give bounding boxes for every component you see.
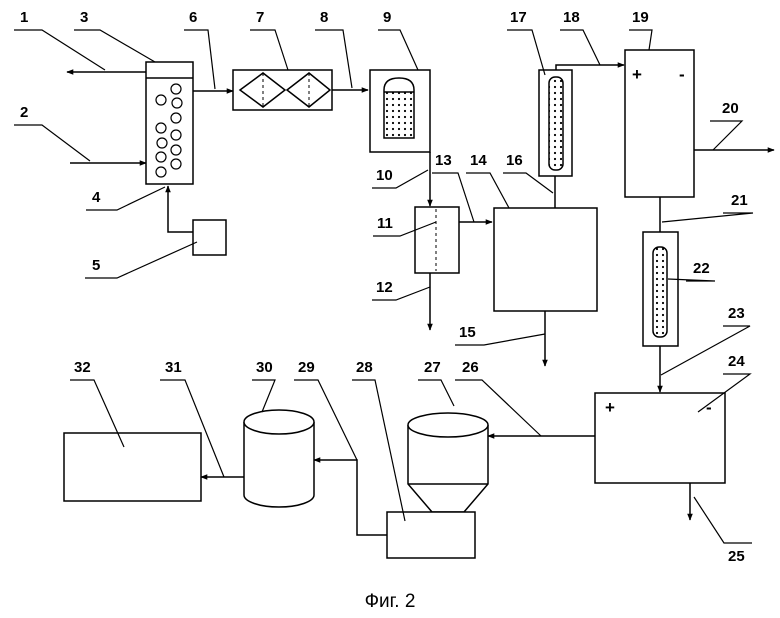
figure-caption: Фиг. 2 <box>365 591 416 612</box>
label-18: 18 <box>563 9 580 26</box>
label-5: 5 <box>92 257 100 274</box>
block-22-tube <box>643 232 678 346</box>
line-29-arrow <box>314 460 387 535</box>
block-24-minus-sign: - <box>706 398 712 417</box>
block-11 <box>415 207 459 273</box>
label-29: 29 <box>298 359 315 376</box>
label-8: 8 <box>320 9 328 26</box>
label-28: 28 <box>356 359 373 376</box>
label-32: 32 <box>74 359 91 376</box>
block-27-hopper <box>408 413 488 512</box>
block-32 <box>64 433 201 501</box>
label-14: 14 <box>470 152 487 169</box>
label-7: 7 <box>256 9 264 26</box>
label-9: 9 <box>383 9 391 26</box>
line-4-arrow <box>168 186 193 232</box>
block-28 <box>387 512 475 558</box>
block-9-vessel <box>370 70 430 152</box>
label-26: 26 <box>462 359 479 376</box>
label-20: 20 <box>722 100 739 117</box>
label-25: 25 <box>728 548 745 565</box>
label-2: 2 <box>20 104 28 121</box>
label-23: 23 <box>728 305 745 322</box>
label-10: 10 <box>376 167 393 184</box>
block-30-drum <box>244 410 314 507</box>
label-1: 1 <box>20 9 28 26</box>
label-21: 21 <box>731 192 748 209</box>
block-24-plus-sign: + <box>605 398 615 417</box>
label-31: 31 <box>165 359 182 376</box>
block-17-tube <box>539 70 572 176</box>
block-5 <box>193 220 226 255</box>
block-14 <box>494 208 597 311</box>
label-24: 24 <box>728 353 745 370</box>
label-11: 11 <box>377 215 393 232</box>
label-17: 17 <box>510 9 527 26</box>
block-19-plus-sign: + <box>632 65 642 84</box>
label-15: 15 <box>459 324 476 341</box>
block-7-filter <box>233 70 332 110</box>
block-3-column <box>146 62 193 184</box>
label-27: 27 <box>424 359 441 376</box>
label-6: 6 <box>189 9 197 26</box>
label-13: 13 <box>435 152 452 169</box>
label-12: 12 <box>376 279 393 296</box>
label-16: 16 <box>506 152 523 169</box>
label-3: 3 <box>80 9 88 26</box>
block-19-minus-sign: - <box>679 65 685 84</box>
label-4: 4 <box>92 189 101 206</box>
label-19: 19 <box>632 9 649 26</box>
label-22: 22 <box>693 260 710 277</box>
label-30: 30 <box>256 359 273 376</box>
